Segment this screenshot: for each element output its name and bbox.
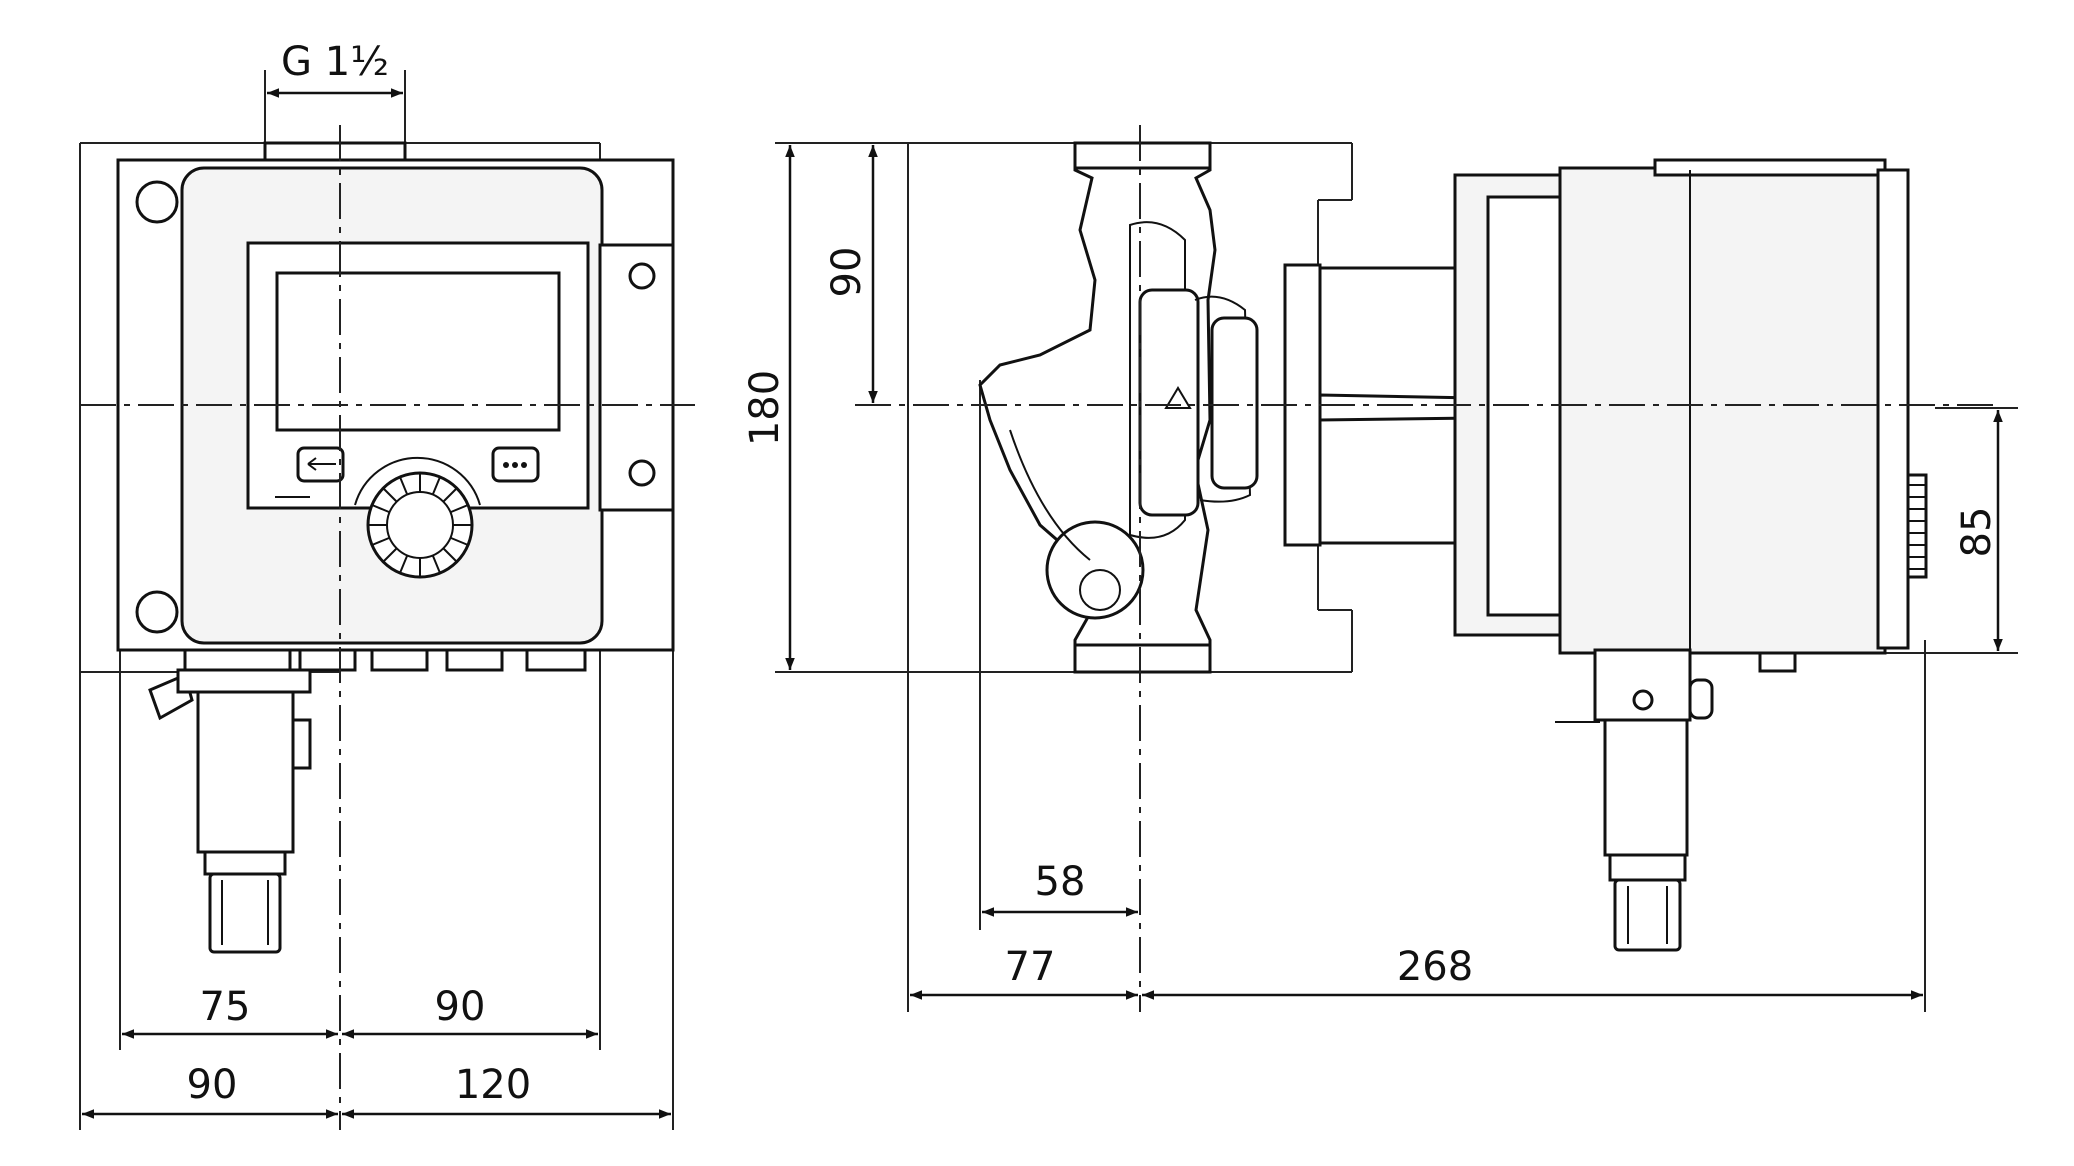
control-knob-icon[interactable] (354, 456, 481, 579)
motor-inner (1486, 195, 1564, 617)
side-length-268-label: 268 (1397, 944, 1473, 990)
mounting-hole-icon (135, 590, 179, 634)
side-lower-right-label: 85 (1954, 507, 2000, 558)
mounting-hole-icon (135, 180, 179, 224)
triangle-up-icon (1164, 386, 1192, 409)
side-depth-77-label: 77 (1005, 944, 1056, 990)
menu-button[interactable] (491, 446, 540, 483)
thread-size-label: G 1½ (281, 39, 389, 85)
front-upper-left-label: 75 (200, 984, 251, 1030)
front-lower-right-label: 120 (455, 1062, 531, 1108)
cable-connector-side (1555, 648, 1714, 952)
pump-volute (978, 141, 1259, 674)
mounting-hole-icon (628, 459, 656, 487)
side-depth-58-label: 58 (1035, 859, 1086, 905)
ellipsis-icon (503, 462, 527, 468)
side-view: 180 90 85 58 77 268 (742, 125, 2018, 1012)
display-screen (275, 271, 561, 432)
side-total-height-label: 180 (742, 370, 788, 446)
back-button[interactable] (296, 446, 345, 483)
front-view: G 1½ 75 90 90 120 (79, 39, 695, 1130)
cable-gland-row (183, 648, 587, 672)
module-cover (1876, 168, 1910, 650)
front-lower-left-label: 90 (187, 1062, 238, 1108)
front-upper-right-label: 90 (435, 984, 486, 1030)
mounting-hole-icon (628, 262, 656, 290)
knob-side-icon (1906, 473, 1928, 579)
side-upper-height-label: 90 (824, 247, 870, 298)
back-arrow-icon (307, 457, 336, 471)
cable-connector (148, 668, 312, 954)
control-module-side (1558, 166, 1887, 655)
